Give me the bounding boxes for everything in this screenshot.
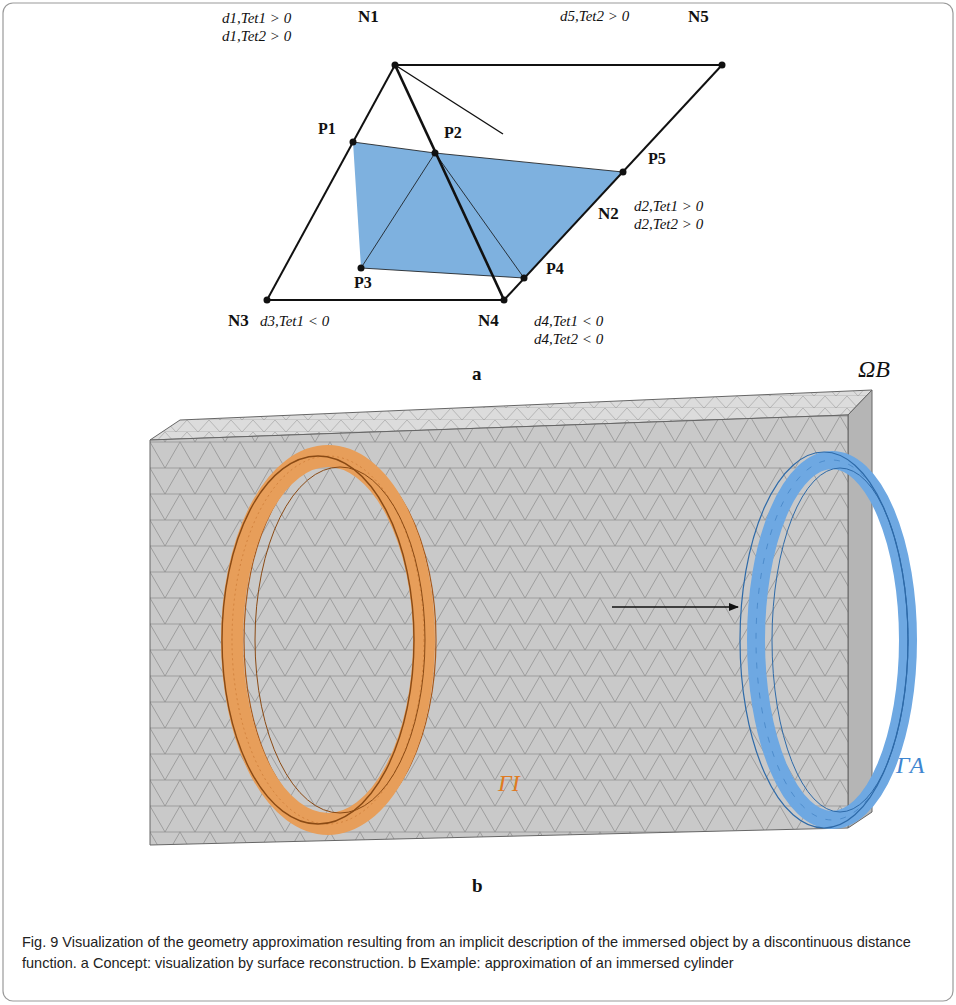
panel-letter: b [472,876,483,897]
distance-sign: d4,Tet1 < 0 [534,313,603,330]
point-name: P5 [648,150,666,168]
interface-name: ΓI [498,770,520,796]
distance-sign: d3,Tet1 < 0 [260,313,329,330]
distance-sign: d4,Tet2 < 0 [534,331,603,348]
panel-letter: a [472,364,482,385]
node-name: N4 [478,312,499,331]
distance-sign: d2,Tet2 > 0 [634,216,703,233]
interface-name: ΓA [896,752,924,778]
domain-name: ΩB [858,356,890,382]
node-name: N3 [228,312,249,331]
node-name: N1 [358,8,379,27]
distance-sign: d5,Tet2 > 0 [560,8,629,25]
point-name: P3 [354,274,372,292]
node-name: N5 [688,8,709,27]
distance-sign: d1,Tet2 > 0 [222,28,291,45]
point-name: P4 [546,260,564,278]
point-name: P2 [444,124,462,142]
node-name: N2 [598,205,619,224]
point-name: P1 [318,120,336,138]
distance-sign: d2,Tet1 > 0 [634,198,703,215]
distance-sign: d1,Tet1 > 0 [222,10,291,27]
figure-caption: Fig. 9 Visualization of the geometry app… [22,932,934,974]
